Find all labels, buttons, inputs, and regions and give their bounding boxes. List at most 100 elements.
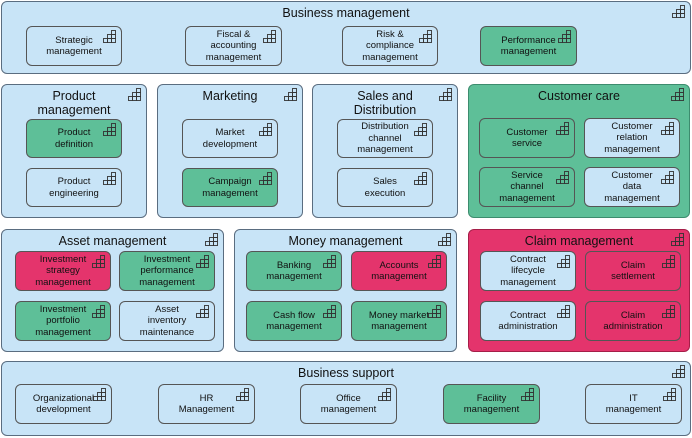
capability-label: Customer data management (604, 169, 660, 204)
capability-grid-icon (557, 305, 570, 318)
group-title: Claim management (524, 234, 634, 248)
capability-grid-icon (672, 365, 685, 378)
capability-customer-data[interactable]: Customer data management (584, 167, 680, 207)
capability-grid-icon (661, 171, 674, 184)
capability-label: Claim administration (603, 309, 663, 333)
capability-contract-lifecycle[interactable]: Contract lifecycle management (480, 251, 576, 291)
group-asset-management: Asset management Investment strategy man… (1, 229, 224, 352)
capability-label: Investment performance management (139, 253, 195, 288)
capability-label: Fiscal & accounting management (205, 28, 262, 63)
capability-fiscal-accounting[interactable]: Fiscal & accounting management (185, 26, 282, 66)
group-business-management: Business management Strategic management… (1, 1, 691, 74)
capability-asset-inventory[interactable]: Asset inventory maintenance (119, 301, 215, 341)
capability-label: Banking management (266, 259, 322, 283)
capability-label: Organizational development (32, 392, 95, 416)
capability-label: Product definition (54, 127, 94, 150)
capability-performance-management[interactable]: Performance management (480, 26, 577, 66)
capability-label: Distribution channel management (357, 121, 413, 156)
capability-grid-icon (661, 122, 674, 135)
capability-label: Office management (320, 392, 377, 416)
capability-grid-icon (259, 172, 272, 185)
group-customer-care: Customer care Customer service Customer … (468, 84, 690, 218)
capability-organizational-development[interactable]: Organizational development (15, 384, 112, 424)
capability-investment-performance[interactable]: Investment performance management (119, 251, 215, 291)
capability-campaign-management[interactable]: Campaign management (182, 168, 278, 207)
capability-customer-relation[interactable]: Customer relation management (584, 118, 680, 158)
capability-label: Product engineering (49, 176, 99, 199)
capability-grid-icon (662, 305, 675, 318)
group-title: Sales and Distribution (353, 89, 417, 117)
capability-service-channel[interactable]: Service channel management (479, 167, 575, 207)
group-claim-management: Claim management Contract lifecycle mana… (468, 229, 690, 352)
capability-grid-icon (103, 30, 116, 43)
capability-market-development[interactable]: Market development (182, 119, 278, 158)
capability-grid-icon (236, 388, 249, 401)
capability-label: Service channel management (499, 169, 555, 204)
capability-grid-icon (103, 172, 116, 185)
capability-customer-service[interactable]: Customer service (479, 118, 575, 158)
capability-strategic-management[interactable]: Strategic management (26, 26, 122, 66)
capability-product-engineering[interactable]: Product engineering (26, 168, 122, 207)
capability-office-management[interactable]: Office management (300, 384, 397, 424)
capability-banking-management[interactable]: Banking management (246, 251, 342, 291)
capability-money-market[interactable]: Money market management (351, 301, 447, 341)
capability-claim-administration[interactable]: Claim administration (585, 301, 681, 341)
capability-grid-icon (103, 123, 116, 136)
group-title: Money management (288, 234, 403, 248)
capability-label: Claim settlement (611, 259, 655, 283)
capability-grid-icon (663, 388, 676, 401)
group-money-management: Money management Banking management Acco… (234, 229, 457, 352)
capability-contract-administration[interactable]: Contract administration (480, 301, 576, 341)
capability-grid-icon (205, 233, 218, 246)
capability-claim-settlement[interactable]: Claim settlement (585, 251, 681, 291)
capability-product-definition[interactable]: Product definition (26, 119, 122, 158)
capability-grid-icon (558, 30, 571, 43)
capability-cash-flow[interactable]: Cash flow management (246, 301, 342, 341)
capability-it-management[interactable]: IT management (585, 384, 682, 424)
capability-investment-strategy[interactable]: Investment strategy management (15, 251, 111, 291)
capability-label: Contract administration (498, 309, 558, 333)
capability-grid-icon (671, 88, 684, 101)
capability-risk-compliance[interactable]: Risk & compliance management (342, 26, 438, 66)
capability-sales-execution[interactable]: Sales execution (337, 168, 433, 207)
capability-grid-icon (439, 88, 452, 101)
capability-label: Asset inventory maintenance (139, 303, 195, 338)
capability-grid-icon (284, 88, 297, 101)
capability-grid-icon (556, 122, 569, 135)
capability-grid-icon (196, 255, 209, 268)
capability-grid-icon (428, 305, 441, 318)
group-title: Asset management (58, 234, 167, 248)
capability-grid-icon (671, 233, 684, 246)
capability-grid-icon (196, 305, 209, 318)
capability-label: Investment strategy management (35, 253, 91, 288)
capability-label: Investment portfolio management (35, 303, 91, 338)
capability-label: Strategic management (46, 34, 102, 58)
group-sales-distribution: Sales and Distribution Distribution chan… (312, 84, 458, 218)
capability-grid-icon (672, 5, 685, 18)
capability-facility-management[interactable]: Facility management (443, 384, 540, 424)
capability-accounts-management[interactable]: Accounts management (351, 251, 447, 291)
capability-grid-icon (378, 388, 391, 401)
capability-grid-icon (521, 388, 534, 401)
capability-grid-icon (323, 305, 336, 318)
capability-label: Money market management (368, 309, 430, 333)
group-title: Business management (282, 6, 410, 20)
capability-grid-icon (323, 255, 336, 268)
capability-label: Cash flow management (266, 309, 322, 333)
capability-grid-icon (263, 30, 276, 43)
capability-grid-icon (128, 88, 141, 101)
capability-grid-icon (419, 30, 432, 43)
capability-hr-management[interactable]: HR Management (158, 384, 255, 424)
capability-label: Facility management (463, 392, 520, 416)
capability-label: Market development (202, 127, 258, 150)
capability-investment-portfolio[interactable]: Investment portfolio management (15, 301, 111, 341)
capability-grid-icon (428, 255, 441, 268)
capability-grid-icon (662, 255, 675, 268)
capability-label: Contract lifecycle management (500, 253, 556, 288)
capability-label: Risk & compliance management (362, 28, 418, 63)
capability-label: Customer relation management (604, 120, 660, 155)
group-title: Customer care (538, 89, 620, 103)
capability-label: IT management (605, 392, 662, 416)
group-marketing: Marketing Market development Campaign ma… (157, 84, 303, 218)
capability-distribution-channel[interactable]: Distribution channel management (337, 119, 433, 158)
